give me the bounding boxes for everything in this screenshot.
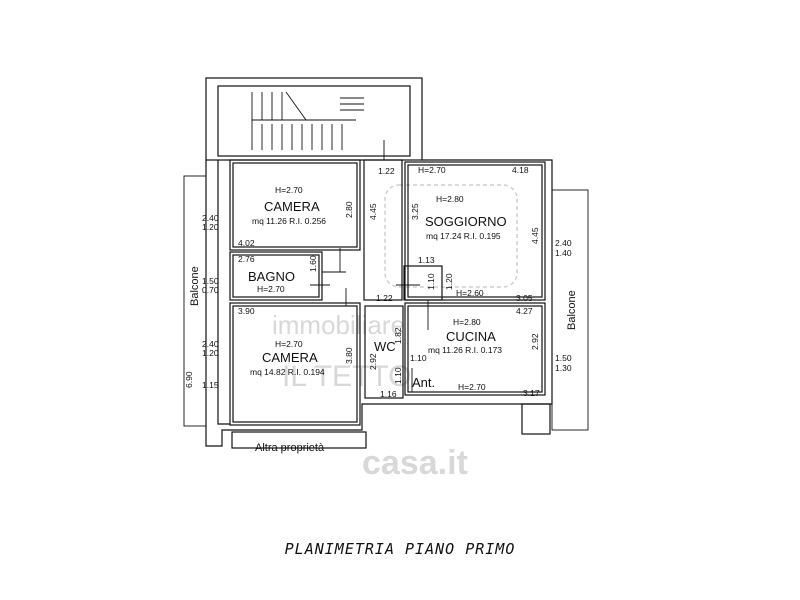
dim: 1.50 bbox=[555, 353, 572, 363]
doors bbox=[310, 140, 429, 392]
cucina-height: H=2.80 bbox=[453, 317, 481, 327]
camera-top-height: H=2.70 bbox=[275, 185, 303, 195]
dim: 3.25 bbox=[410, 203, 420, 220]
balcone-left-label: Balcone bbox=[189, 266, 201, 306]
watermark-frame bbox=[384, 184, 518, 288]
camera-bottom-info: mq 14.82 R.I. 0.194 bbox=[250, 367, 325, 377]
soggiorno-name: SOGGIORNO bbox=[425, 214, 507, 229]
dim: 3.80 bbox=[344, 347, 354, 364]
dim: 1.10 bbox=[410, 353, 427, 363]
dim: 3.90 bbox=[238, 306, 255, 316]
ripostiglio-height: H=2.60 bbox=[456, 288, 484, 298]
dim: 1.10 bbox=[393, 367, 403, 384]
dim: 4.45 bbox=[530, 227, 540, 244]
soggiorno-info: mq 17.24 R.I. 0.195 bbox=[426, 231, 501, 241]
ant-name: Ant. bbox=[412, 375, 435, 390]
dim: 2.40 bbox=[202, 213, 219, 223]
soggiorno-height: H=2.80 bbox=[436, 194, 464, 204]
dim: 4.45 bbox=[368, 203, 378, 220]
dim: 1.82 bbox=[393, 327, 403, 344]
dim: 3.17 bbox=[523, 388, 540, 398]
balconies bbox=[183, 175, 589, 431]
stairs bbox=[251, 91, 364, 150]
dim: 1.20 bbox=[202, 222, 219, 232]
dim: 0.70 bbox=[202, 285, 219, 295]
camera-top-info: mq 11.26 R.I. 0.256 bbox=[252, 216, 326, 226]
dim: 2.40 bbox=[202, 339, 219, 349]
camera-bottom-name: CAMERA bbox=[262, 350, 318, 365]
camera-top-name: CAMERA bbox=[264, 199, 320, 214]
dim: 2.76 bbox=[238, 254, 255, 264]
dim: 2.92 bbox=[530, 333, 540, 350]
dim: 1.50 bbox=[202, 276, 219, 286]
dim: 1.22 bbox=[378, 166, 395, 176]
cucina-name: CUCINA bbox=[446, 329, 496, 344]
bagno-height: H=2.70 bbox=[257, 284, 285, 294]
dim: 2.40 bbox=[555, 238, 572, 248]
dimensions: 1.22 4.18 2.80 4.45 2.40 1.20 4.02 2.76 … bbox=[184, 165, 572, 399]
dim: 3.05 bbox=[516, 293, 533, 303]
dim: 1.15 bbox=[202, 380, 219, 390]
soggiorno-height-outer: H=2.70 bbox=[418, 165, 446, 175]
wc-name: WC bbox=[374, 339, 396, 354]
dim: 1.60 bbox=[308, 255, 318, 272]
dim: 1.30 bbox=[555, 363, 572, 373]
dim: 1.20 bbox=[444, 273, 454, 290]
camera-bottom-height: H=2.70 bbox=[275, 339, 303, 349]
dim: 1.13 bbox=[418, 255, 435, 265]
dim: 1.16 bbox=[380, 389, 397, 399]
altra-proprieta-label: Altra proprietà bbox=[255, 442, 325, 454]
dim: 4.18 bbox=[512, 165, 529, 175]
plan-caption: PLANIMETRIA PIANO PRIMO bbox=[284, 540, 516, 558]
bagno-name: BAGNO bbox=[248, 269, 295, 284]
dim: 6.90 bbox=[184, 371, 194, 388]
dim: 1.22 bbox=[376, 293, 393, 303]
watermark-brand: casa.it bbox=[362, 444, 468, 482]
cucina-info: mq 11.26 R.I. 0.173 bbox=[428, 345, 502, 355]
watermark-line1: immobiliare bbox=[272, 310, 405, 340]
dim: 1.40 bbox=[555, 248, 572, 258]
dim: 2.80 bbox=[344, 201, 354, 218]
watermark-line2: IL TETTO bbox=[282, 360, 411, 393]
dim: 1.10 bbox=[426, 273, 436, 290]
dim: 1.20 bbox=[202, 348, 219, 358]
balcone-right-label: Balcone bbox=[566, 290, 578, 330]
ant-height: H=2.70 bbox=[458, 382, 486, 392]
watermark: immobiliare IL TETTO casa.it bbox=[272, 184, 518, 482]
dim: 4.27 bbox=[516, 306, 533, 316]
dim: 4.02 bbox=[238, 238, 255, 248]
dim: 2.92 bbox=[368, 353, 378, 370]
